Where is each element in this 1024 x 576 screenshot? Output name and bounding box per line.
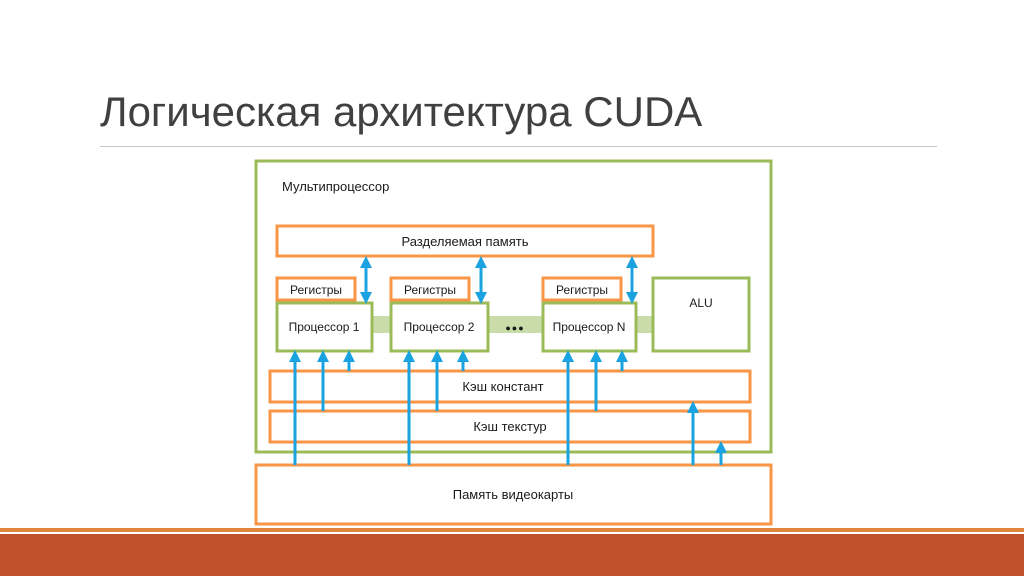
slide-title: Логическая архитектура CUDA: [100, 88, 703, 135]
constant-cache-label: Кэш констант: [462, 379, 543, 394]
footer-band: [0, 534, 1024, 576]
multiprocessor-box: [254, 159, 773, 454]
video-memory-box: [254, 463, 773, 526]
processor-box-n: [541, 301, 638, 353]
title-divider: [100, 146, 937, 147]
shared-memory-label: Разделяемая память: [401, 234, 528, 249]
alu-box: [651, 276, 751, 353]
constant-cache-box: [268, 369, 752, 404]
texture-cache-box: [268, 409, 752, 444]
registers-label-1: Регистры: [290, 283, 342, 297]
shared-memory-box: [275, 224, 655, 258]
processor-label-1: Процессор 1: [289, 320, 360, 334]
registers-label-2: Регистры: [404, 283, 456, 297]
registers-label-3: Регистры: [556, 283, 608, 297]
registers-box-3: [541, 276, 623, 302]
registers-box-1: [275, 276, 357, 302]
processor-label-2: Процессор 2: [404, 320, 475, 334]
data-flow-arrows: [289, 256, 727, 465]
alu-label: ALU: [689, 296, 712, 310]
texture-cache-label: Кэш текстур: [473, 419, 546, 434]
processor-label-n: Процессор N: [553, 320, 626, 334]
processor-box-1: [275, 301, 374, 353]
registers-box-2: [389, 276, 471, 302]
processor-box-2: [389, 301, 490, 353]
video-memory-label: Память видеокарты: [453, 487, 574, 502]
multiprocessor-label: Мультипроцессор: [282, 179, 389, 194]
processor-ellipsis: ●●●: [505, 323, 524, 333]
footer-accent-line: [0, 528, 1024, 532]
